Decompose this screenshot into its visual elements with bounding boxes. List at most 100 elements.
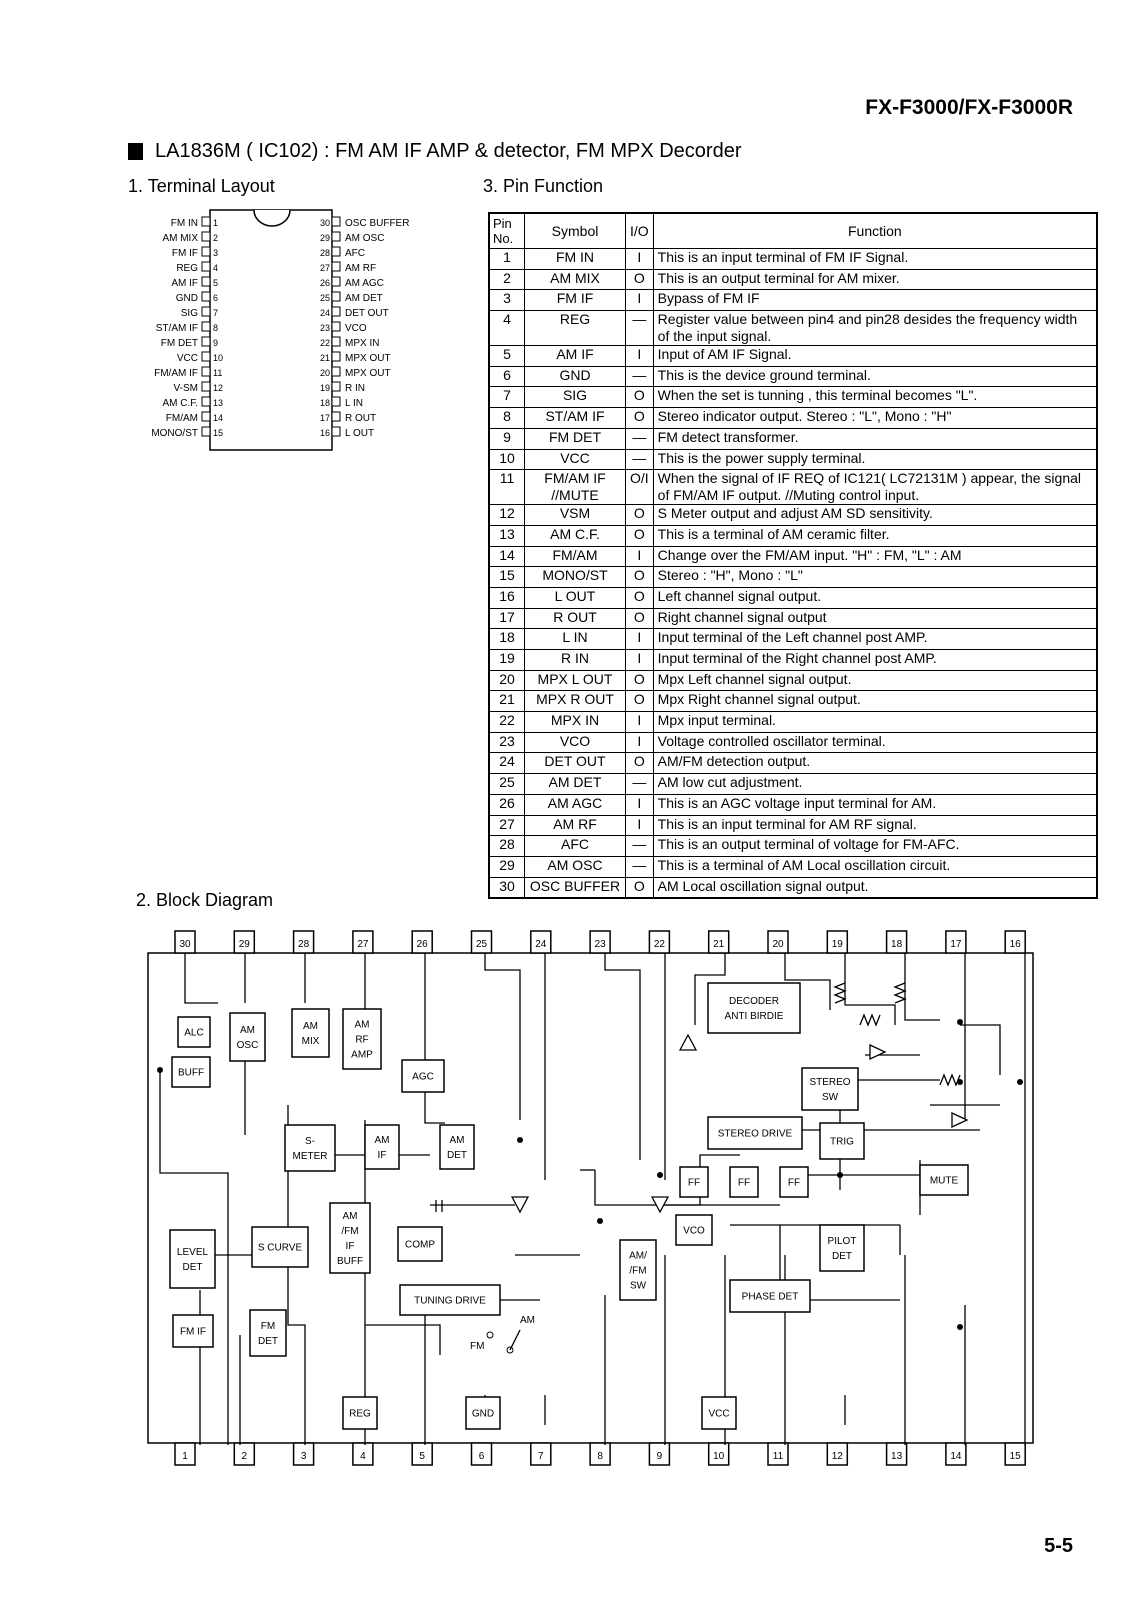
top-pin-box — [411, 930, 433, 954]
io-cell: I — [625, 248, 654, 270]
top-pin-number: 30 — [179, 939, 191, 950]
pin-number-cell: 13 — [488, 524, 525, 547]
pin-box — [331, 381, 341, 392]
stereo-drive-block-label: STEREO DRIVE — [718, 1129, 793, 1140]
pin-name: VCC — [177, 353, 198, 364]
symbol-cell: SIG — [524, 386, 626, 409]
pin-name: R IN — [345, 383, 365, 394]
pin-box — [201, 231, 211, 242]
top-pin-box — [352, 930, 374, 954]
pin-number-cell: 30 — [488, 876, 525, 899]
am-fm-sw-block-label: SW — [630, 1281, 647, 1292]
pin-number: 27 — [320, 263, 330, 273]
ff-block-2-label: FF — [738, 1178, 750, 1189]
table-header-row: Pin No. Symbol I/O Function — [488, 212, 1098, 249]
pin-box — [331, 246, 341, 257]
symbol-cell: AM OSC — [524, 855, 626, 878]
bottom-pin-number: 11 — [773, 1451, 784, 1462]
pin-name: SIG — [181, 308, 198, 319]
s-curve-block — [251, 1226, 309, 1268]
ic-outline — [147, 952, 1034, 1444]
top-pin-number: 29 — [239, 939, 251, 950]
pin-name: DET OUT — [345, 308, 389, 319]
io-cell: O — [625, 690, 654, 713]
comp-block-label: COMP — [405, 1240, 435, 1251]
wire — [594, 1170, 780, 1206]
alc-block-label: ALC — [184, 1028, 203, 1039]
am-fm-sw-block-label: AM/ — [629, 1251, 647, 1262]
pin-number-cell: 16 — [488, 586, 525, 609]
resistor-icon — [939, 1073, 961, 1087]
function-cell: This is an input terminal for AM RF sign… — [652, 814, 1098, 837]
pin-number: 25 — [320, 293, 330, 303]
top-pin-box — [233, 930, 256, 954]
bottom-pin-box — [826, 1442, 849, 1466]
fm-if-block-label: FM IF — [180, 1327, 206, 1338]
model-number: FX-F3000/FX-F3000R — [865, 96, 1073, 119]
amplifier-icon — [678, 1033, 698, 1051]
pin-box — [201, 276, 211, 287]
pin-number: 17 — [320, 413, 330, 423]
pin-number-cell: 10 — [488, 448, 525, 471]
pin-number: 21 — [320, 353, 330, 363]
bottom-pin-box — [767, 1442, 789, 1466]
symbol-cell: VCO — [524, 731, 626, 754]
pin-number-cell: 12 — [488, 504, 525, 526]
top-pin-box — [826, 930, 849, 954]
symbol-cell: VSM — [524, 504, 626, 526]
ff-block-1-label: FF — [688, 1178, 700, 1189]
s-curve-block-label: S CURVE — [258, 1243, 303, 1254]
bottom-pin-box — [292, 1442, 315, 1466]
pin-name: AM IF — [171, 278, 198, 289]
resistor-icon — [893, 982, 907, 1004]
section-title-block-diagram: 2. Block Diagram — [136, 890, 274, 910]
io-cell: I — [625, 628, 654, 650]
io-cell: O — [625, 386, 654, 409]
pin-number-cell: 22 — [488, 711, 525, 733]
header-io: I/O — [625, 212, 654, 249]
wire — [694, 953, 726, 1025]
top-pin-box — [885, 930, 908, 954]
pin-number: 22 — [320, 338, 330, 348]
pin-number-cell: 15 — [488, 566, 525, 588]
agc-block — [401, 1059, 445, 1093]
ff-block-3-label: FF — [788, 1178, 800, 1189]
symbol-cell: FM/AM IF //MUTE — [524, 469, 626, 506]
pin-number-cell: 14 — [488, 545, 525, 568]
io-cell: I — [625, 289, 654, 312]
pin-number: 19 — [320, 383, 330, 393]
bottom-pin-number: 5 — [419, 1451, 425, 1462]
pin-box — [201, 261, 211, 272]
pin-number-cell: 18 — [488, 628, 525, 650]
symbol-cell: AM IF — [524, 345, 626, 367]
pin-box — [331, 261, 341, 272]
pin-name: FM DET — [161, 338, 198, 349]
pin-number-cell: 9 — [488, 427, 525, 450]
pin-box — [201, 366, 211, 377]
pin-name: OSC BUFFER — [345, 218, 409, 229]
top-pin-number: 28 — [298, 939, 310, 950]
pin-box — [331, 426, 341, 437]
top-pin-box — [1004, 930, 1026, 954]
pin-number-cell: 3 — [488, 289, 525, 312]
am-fm-if-buff-block-label: AM — [343, 1211, 358, 1222]
decoder-block-label: DECODER — [729, 996, 779, 1007]
decoder-block-label: ANTI BIRDIE — [725, 1011, 784, 1022]
decoder-block — [707, 982, 801, 1034]
phase-det-block-label: PHASE DET — [742, 1292, 799, 1303]
pin-number: 12 — [213, 383, 223, 393]
top-pin-number: 18 — [891, 939, 903, 950]
am-mix-block-label: MIX — [302, 1036, 320, 1047]
header-symbol: Symbol — [524, 212, 626, 249]
pin-name: VCO — [345, 323, 367, 334]
pin-number: 7 — [213, 308, 218, 318]
pin-name: FM/AM IF — [154, 368, 198, 379]
pin-number-cell: 2 — [488, 268, 525, 291]
pin-box — [201, 396, 211, 407]
ff-block-3 — [779, 1166, 809, 1198]
